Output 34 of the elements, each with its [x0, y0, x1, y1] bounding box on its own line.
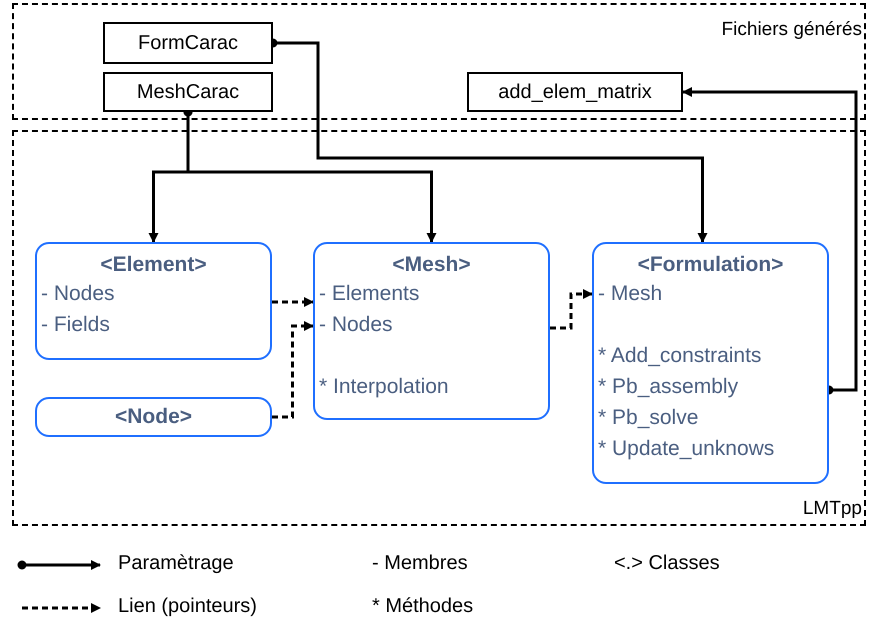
- legend-note: <.> Classes: [614, 552, 720, 575]
- method-text: * Add_constraints: [598, 343, 762, 369]
- legend-text: Paramètrage: [118, 552, 234, 575]
- class-name: <Mesh>: [392, 252, 471, 278]
- class-name: <Node>: [114, 404, 192, 430]
- dashed-arrow: [272, 297, 314, 307]
- class-name: <Formulation>: [638, 252, 784, 278]
- method-text: * Update_unknows: [598, 436, 774, 462]
- class-name: <Element>: [100, 252, 207, 278]
- frame-title: Fichiers générés: [722, 19, 862, 41]
- file-box: FormCarac: [103, 22, 273, 64]
- dashed-arrow: [550, 289, 593, 330]
- legend-text: Lien (pointeurs): [118, 595, 257, 618]
- frame-title: LMTpp: [802, 498, 862, 520]
- member-text: - Elements: [319, 281, 420, 307]
- dashed-frame: [12, 130, 866, 526]
- legend-note: * Méthodes: [372, 595, 474, 618]
- file-box: MeshCarac: [103, 72, 273, 112]
- member-text: - Mesh: [598, 281, 662, 307]
- class-box: [592, 242, 829, 484]
- class-box: [35, 397, 272, 437]
- member-text: - Fields: [41, 312, 110, 338]
- method-text: * Pb_assembly: [598, 374, 738, 400]
- dashed-arrow: [272, 321, 314, 418]
- method-text: * Pb_solve: [598, 405, 698, 431]
- member-text: - Nodes: [319, 312, 393, 338]
- method-text: * Interpolation: [319, 374, 449, 400]
- legend-note: - Membres: [372, 552, 468, 575]
- dashed-frame: [12, 3, 866, 120]
- member-text: - Nodes: [41, 281, 115, 307]
- arrow: [682, 87, 858, 394]
- class-box: [313, 242, 550, 420]
- class-box: [35, 242, 272, 360]
- file-box: add_elem_matrix: [467, 72, 683, 112]
